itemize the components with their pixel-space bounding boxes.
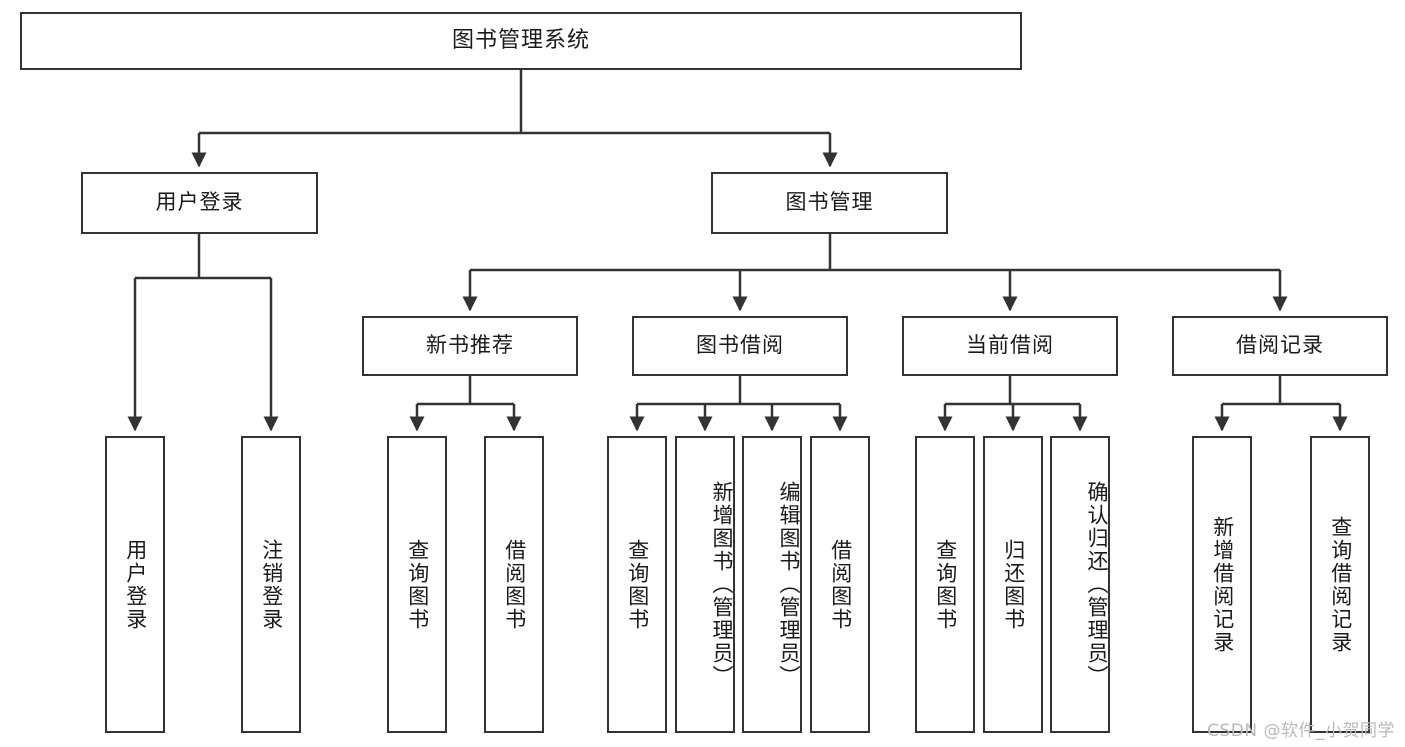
node-book-management[interactable]: 图书管理 [711, 172, 948, 234]
node-new-book-recommend[interactable]: 新书推荐 [362, 316, 578, 376]
leaf-user-login-login[interactable]: 用户登录 [105, 436, 165, 733]
leaf-book-borrow-borrow[interactable]: 借阅图书 [810, 436, 870, 733]
leaf-new-book-borrow[interactable]: 借阅图书 [484, 436, 544, 733]
leaf-book-borrow-query[interactable]: 查询图书 [607, 436, 667, 733]
leaf-new-book-query[interactable]: 查询图书 [387, 436, 447, 733]
leaf-borrow-record-query[interactable]: 查询借阅记录 [1310, 436, 1370, 733]
leaf-user-login-logout[interactable]: 注销登录 [241, 436, 301, 733]
leaf-borrow-record-add[interactable]: 新增借阅记录 [1192, 436, 1252, 733]
node-borrow-record[interactable]: 借阅记录 [1172, 316, 1388, 376]
leaf-current-borrow-confirm-admin[interactable]: 确认归还（管理员） [1050, 436, 1110, 733]
node-book-borrow[interactable]: 图书借阅 [632, 316, 848, 376]
watermark-text: CSDN @软件_小贺同学 [1207, 721, 1395, 741]
leaf-current-borrow-query[interactable]: 查询图书 [915, 436, 975, 733]
node-user-login[interactable]: 用户登录 [81, 172, 318, 234]
leaf-book-borrow-add-admin[interactable]: 新增图书（管理员） [675, 436, 735, 733]
leaf-current-borrow-return[interactable]: 归还图书 [983, 436, 1043, 733]
node-root-system[interactable]: 图书管理系统 [20, 12, 1022, 70]
leaf-book-borrow-edit-admin[interactable]: 编辑图书（管理员） [742, 436, 802, 733]
node-current-borrow[interactable]: 当前借阅 [902, 316, 1118, 376]
